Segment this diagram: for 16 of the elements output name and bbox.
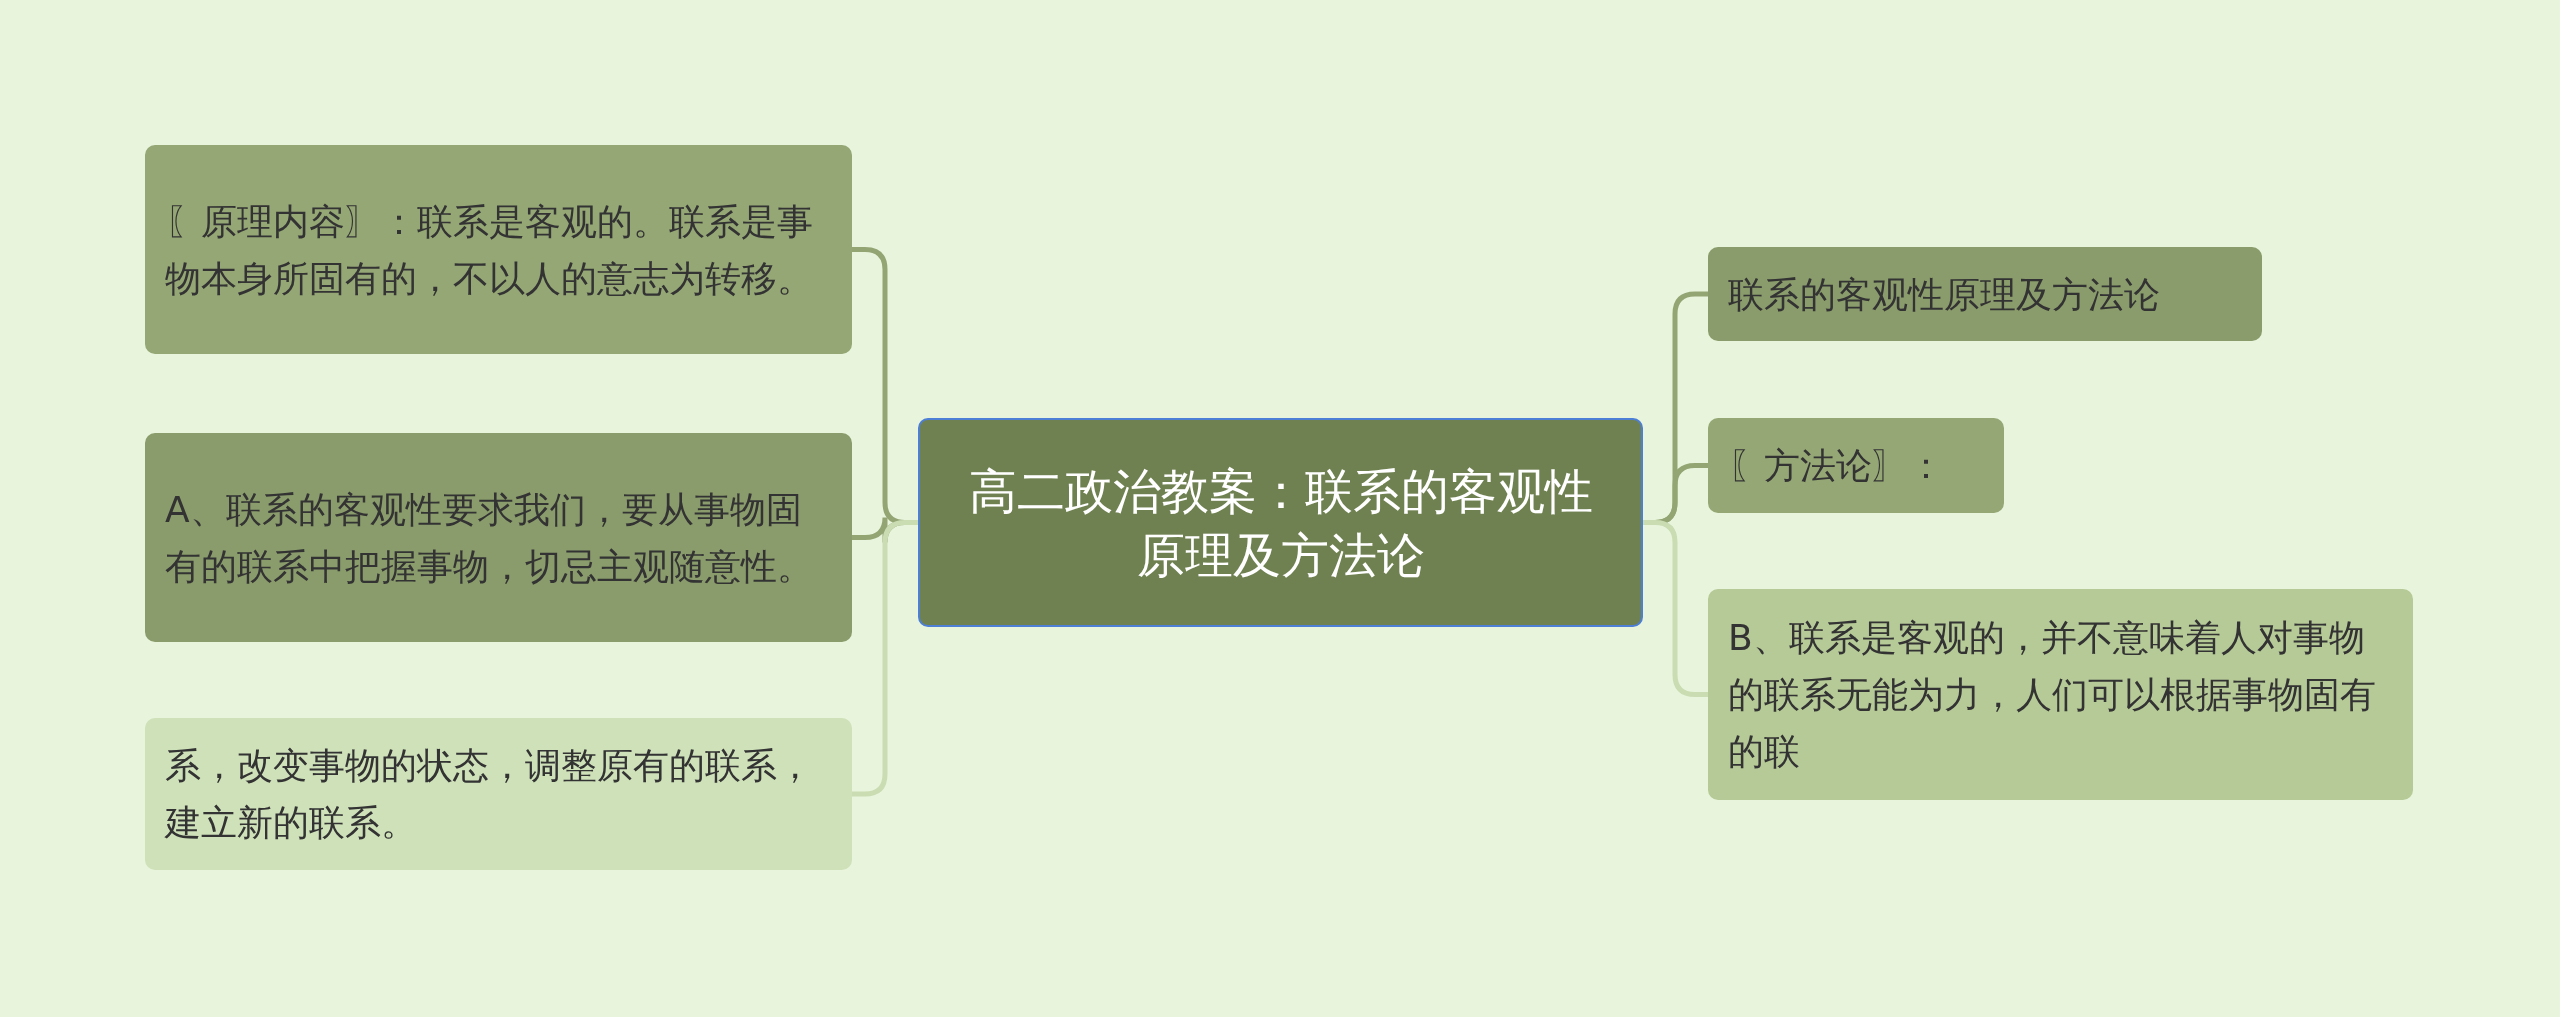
topic-text: B、联系是客观的，并不意味着人对事物的联系无能为力，人们可以根据事物固有的联	[1728, 616, 2377, 774]
topic-box	[145, 433, 852, 642]
topic-text: 联系的客观性原理及方法论	[1728, 272, 2161, 317]
topic-text: 系，改变事物的状态，调整原有的联系，建立新的联系。	[165, 744, 814, 845]
topic-text: 〖方法论〗：	[1728, 444, 1945, 488]
topic-text: 〖原理内容〗：联系是客观的。联系是事物本身所固有的，不以人的意志为转移。	[165, 199, 814, 301]
connector	[852, 520, 918, 797]
topic-box	[145, 718, 852, 870]
topic-box	[1708, 247, 2262, 341]
connector	[1643, 520, 1708, 697]
central-topic	[918, 418, 1643, 627]
topic-text: A、联系的客观性要求我们，要从事物固有的联系中把握事物，切忌主观随意性。	[165, 487, 814, 589]
topic-box	[145, 145, 852, 354]
topic-box	[1708, 589, 2413, 800]
topic-text: 高二政治教案：联系的客观性原理及方法论	[967, 461, 1594, 585]
topic-box	[1708, 418, 2004, 513]
